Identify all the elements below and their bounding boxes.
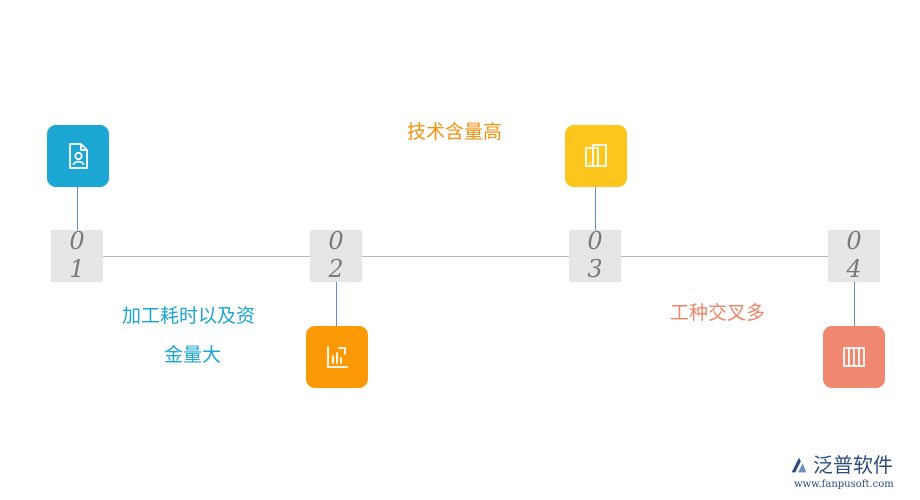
columns-icon — [843, 347, 865, 367]
step-04-icon-box — [823, 326, 885, 388]
connector-03 — [595, 186, 596, 231]
step-number-01: 0 1 — [51, 227, 103, 283]
user-document-icon — [69, 143, 88, 169]
logo-brand-text: 泛普软件 — [813, 453, 893, 477]
step-03-label: 工种交叉多 — [670, 302, 766, 324]
logo-url-text: www.fanpusoft.com — [794, 479, 894, 490]
bar-chart-icon — [327, 346, 348, 368]
logo-mark-icon — [791, 457, 807, 473]
connector-04 — [854, 282, 855, 327]
connector-02 — [336, 282, 337, 327]
step-number-02: 0 2 — [310, 227, 362, 283]
step-03-icon-box — [565, 125, 627, 187]
step-02-icon-box — [306, 326, 368, 388]
timeline-line — [77, 256, 855, 257]
fanpu-logo: 泛普软件 www.fanpusoft.com — [786, 452, 916, 494]
step-number-03: 0 3 — [569, 227, 621, 283]
step-01-icon-box — [47, 125, 109, 187]
step-01-label-line-2: 金量大 — [164, 344, 222, 366]
step-01-label-line-1: 加工耗时以及资 — [122, 305, 256, 327]
step-number-04: 0 4 — [828, 227, 880, 283]
mobile-device-icon — [585, 144, 607, 167]
connector-01 — [77, 186, 78, 231]
step-02-label: 技术含量高 — [407, 121, 503, 143]
